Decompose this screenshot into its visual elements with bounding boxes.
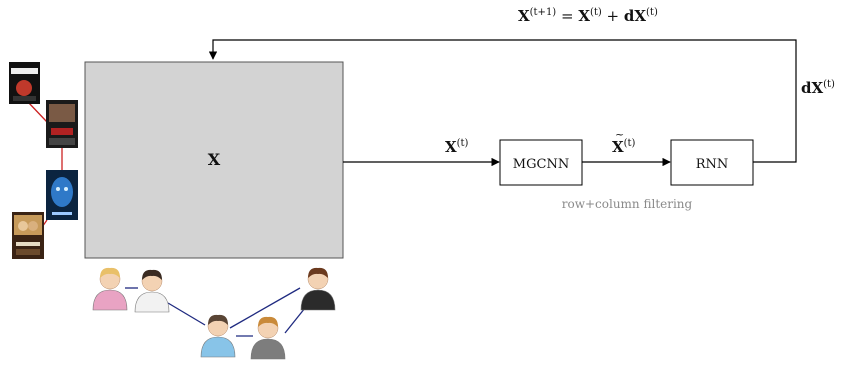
user-2-icon <box>134 269 170 313</box>
users-layer <box>92 267 336 360</box>
dx-label: dX(t) <box>801 79 835 97</box>
filtering-caption: row+column filtering <box>562 197 693 211</box>
feedback-arrow <box>208 39 797 163</box>
user-3-icon <box>200 314 236 358</box>
user-5-icon <box>300 267 336 311</box>
update-equation: X(t+1) = X(t) + dX(t) <box>518 7 658 25</box>
xt-label: X(t) <box>445 138 469 156</box>
matrix-x <box>84 61 344 259</box>
user-graph-edges <box>125 287 306 337</box>
poster-4 <box>12 212 44 259</box>
user-4-icon <box>250 316 286 360</box>
xtilde-label: X(t) <box>612 138 636 156</box>
user-1-icon <box>92 267 128 311</box>
mgcnn-label: MGCNN <box>513 157 569 172</box>
poster-1 <box>9 62 40 104</box>
rnn-label: RNN <box>696 157 729 172</box>
poster-3 <box>46 170 78 220</box>
rnn-box <box>670 139 754 186</box>
poster-2 <box>46 100 78 148</box>
tilde-mark: ~ <box>615 128 624 141</box>
mgcnn-box <box>499 139 583 186</box>
matrix-label: X <box>208 150 221 169</box>
